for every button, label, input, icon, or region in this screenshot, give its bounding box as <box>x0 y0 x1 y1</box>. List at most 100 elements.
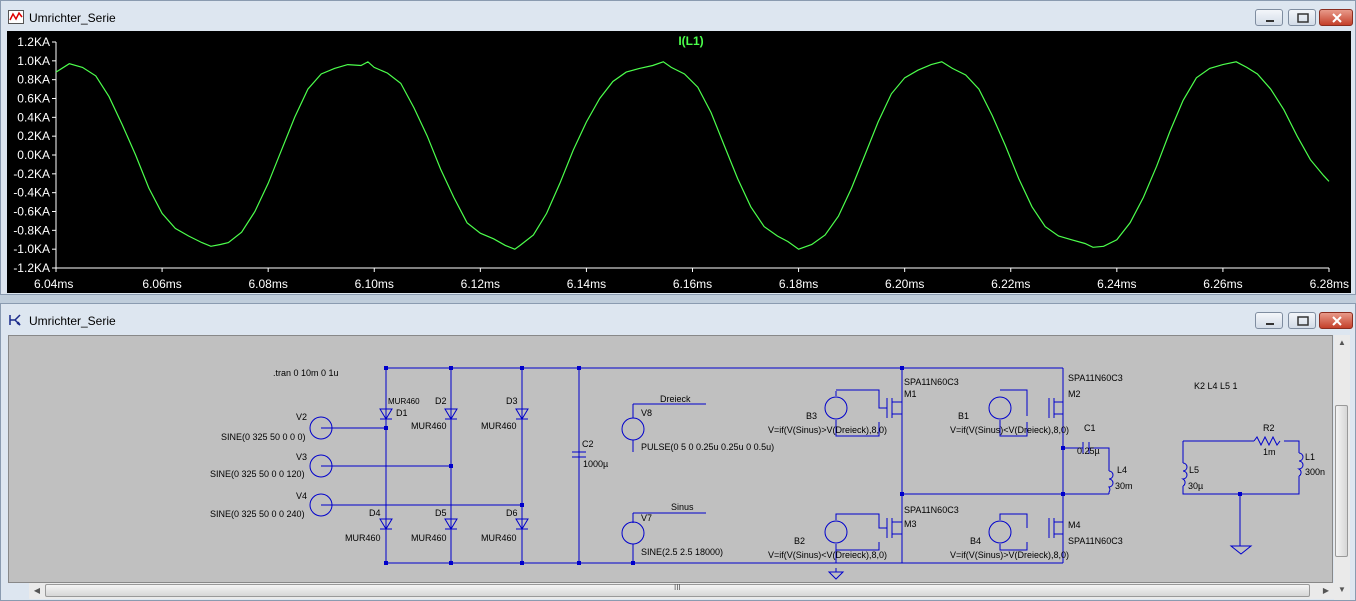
y-tick-label: 0.2KA <box>17 129 50 143</box>
capacitor-c1 <box>1082 442 1090 454</box>
ground-symbol <box>827 571 845 580</box>
b3-ref: B3 <box>806 411 817 421</box>
d4-ref: D4 <box>369 508 381 518</box>
schematic-window-titlebar[interactable]: Umrichter_Serie <box>1 304 1355 336</box>
schematic-maximize-button[interactable] <box>1288 312 1316 329</box>
r2-ref: R2 <box>1263 423 1275 433</box>
source-v2 <box>309 416 333 440</box>
schematic-window: Umrichter_Serie <box>0 303 1356 601</box>
v3-value: SINE(0 325 50 0 0 120) <box>210 469 305 479</box>
b3-expr: V=if(V(Sinus)>V(Dreieck),8,0) <box>768 425 887 435</box>
coupling-directive[interactable]: K2 L4 L5 1 <box>1194 381 1238 391</box>
m3-ref: M3 <box>904 519 917 529</box>
source-b4 <box>988 520 1012 544</box>
scroll-right-arrow-icon[interactable]: ▶ <box>1322 586 1330 595</box>
y-tick-label: -0.6KA <box>13 205 50 219</box>
d5-model: MUR460 <box>411 533 447 543</box>
v3-ref: V3 <box>296 452 307 462</box>
b4-expr: V=if(V(Sinus)>V(Dreieck),8,0) <box>950 550 1069 560</box>
l1-ref: L1 <box>1305 452 1315 462</box>
inductor-l1 <box>1297 452 1304 477</box>
minimize-button[interactable] <box>1255 9 1283 26</box>
source-v8 <box>621 417 645 441</box>
scroll-up-arrow-icon[interactable]: ▲ <box>1338 338 1346 347</box>
inductor-l5 <box>1181 462 1188 487</box>
x-tick-label: 6.06ms <box>142 277 181 291</box>
diode-d2 <box>444 408 458 420</box>
waveform-app-icon <box>8 10 24 24</box>
x-tick-label: 6.10ms <box>355 277 394 291</box>
x-tick-label: 6.12ms <box>461 277 500 291</box>
schematic-canvas[interactable]: .tran 0 10m 0 1u K2 L4 L5 1 MUR460 D1 D2… <box>8 335 1333 583</box>
y-tick-label: -1.2KA <box>13 261 50 275</box>
l5-ref: L5 <box>1189 465 1199 475</box>
inductor-l4 <box>1107 470 1114 493</box>
diode-d1 <box>379 408 393 420</box>
resistor-r2 <box>1253 435 1281 447</box>
capacitor-c2 <box>572 451 586 458</box>
y-tick-label: -0.4KA <box>13 186 50 200</box>
x-tick-label: 6.28ms <box>1310 277 1349 291</box>
m2-ref: M2 <box>1068 389 1081 399</box>
vertical-scrollbar[interactable]: ▲ ▼ <box>1334 335 1350 600</box>
b2-ref: B2 <box>794 536 805 546</box>
v8-ref: V8 <box>641 408 652 418</box>
minimize-icon <box>1266 20 1274 22</box>
schematic-minimize-button[interactable] <box>1255 312 1283 329</box>
schematic-close-button[interactable] <box>1319 312 1353 329</box>
v2-value: SINE(0 325 50 0 0 0) <box>221 432 306 442</box>
m4-ref: M4 <box>1068 520 1081 530</box>
net-dreieck[interactable]: Dreieck <box>660 394 691 404</box>
d6-ref: D6 <box>506 508 518 518</box>
source-b2 <box>824 520 848 544</box>
v7-ref: V7 <box>641 513 652 523</box>
y-tick-label: 0.6KA <box>17 92 50 106</box>
d3-ref: D3 <box>506 396 518 406</box>
d1-ref: D1 <box>396 408 408 418</box>
y-tick-label: -1.0KA <box>13 242 50 256</box>
b1-expr: V=if(V(Sinus)<V(Dreieck),8,0) <box>950 425 1069 435</box>
c1-ref: C1 <box>1084 423 1096 433</box>
x-tick-label: 6.20ms <box>885 277 924 291</box>
x-tick-label: 6.24ms <box>1097 277 1136 291</box>
y-tick-label: 1.0KA <box>17 54 50 68</box>
b1-ref: B1 <box>958 411 969 421</box>
y-tick-label: 0.8KA <box>17 73 50 87</box>
source-v4 <box>309 493 333 517</box>
trace-label[interactable]: I(L1) <box>678 34 703 48</box>
series-line-i-l1 <box>55 61 1330 250</box>
tran-directive[interactable]: .tran 0 10m 0 1u <box>273 368 339 378</box>
scroll-left-arrow-icon[interactable]: ◀ <box>33 586 41 595</box>
m2-model: SPA11N60C3 <box>1068 373 1123 383</box>
b2-expr: V=if(V(Sinus)<V(Dreieck),8,0) <box>768 550 887 560</box>
mosfet-m2 <box>1048 398 1063 418</box>
x-tick-label: 6.18ms <box>779 277 818 291</box>
x-tick-label: 6.16ms <box>673 277 712 291</box>
diode-d5 <box>444 518 458 530</box>
m1-ref: M1 <box>904 389 917 399</box>
maximize-button[interactable] <box>1288 9 1316 26</box>
y-tick-label: -0.2KA <box>13 167 50 181</box>
c1-value: 0.25µ <box>1077 446 1100 456</box>
m4-model: SPA11N60C3 <box>1068 536 1123 546</box>
b4-ref: B4 <box>970 536 981 546</box>
d2-ref: D2 <box>435 396 447 406</box>
x-tick-label: 6.22ms <box>991 277 1030 291</box>
horizontal-scroll-thumb[interactable]: III <box>45 583 1310 597</box>
close-button[interactable] <box>1319 9 1353 26</box>
x-tick-label: 6.14ms <box>567 277 606 291</box>
scroll-down-arrow-icon[interactable]: ▼ <box>1338 585 1346 594</box>
c2-ref: C2 <box>582 439 594 449</box>
d3-model: MUR460 <box>481 421 517 431</box>
vertical-scroll-thumb[interactable] <box>1335 405 1348 557</box>
l4-value: 30m <box>1115 481 1133 491</box>
net-sinus[interactable]: Sinus <box>671 502 694 512</box>
r2-value: 1m <box>1263 447 1276 457</box>
horizontal-scrollbar[interactable]: ◀ III ▶ <box>29 583 1334 599</box>
d6-model: MUR460 <box>481 533 517 543</box>
close-icon <box>1332 316 1342 326</box>
waveform-window-titlebar[interactable]: Umrichter_Serie <box>1 1 1355 33</box>
schematic-drawing: .tran 0 10m 0 1u K2 L4 L5 1 MUR460 D1 D2… <box>210 366 1325 580</box>
